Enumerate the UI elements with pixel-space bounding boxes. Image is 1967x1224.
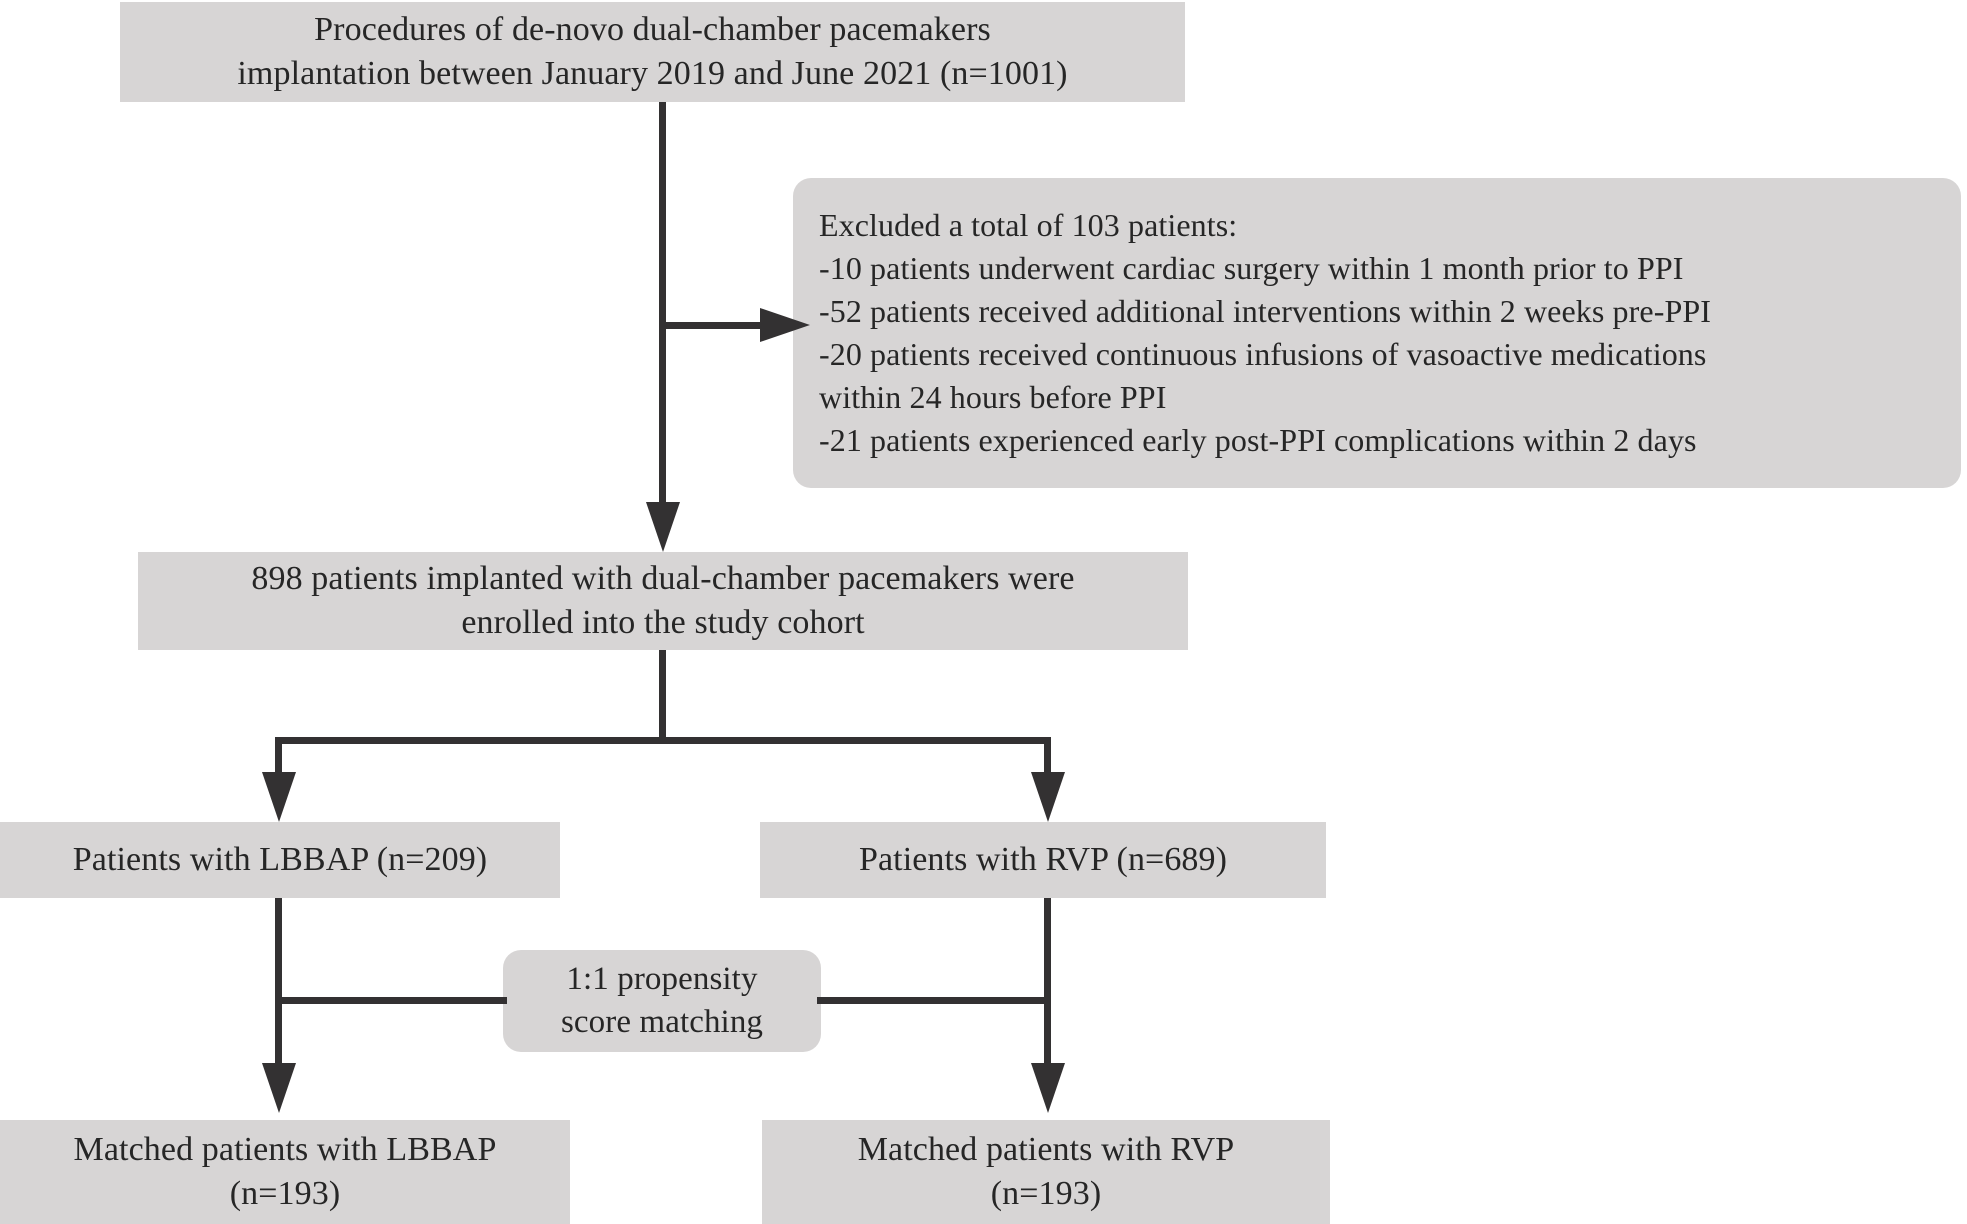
node-enrolled-cohort-label: 898 patients implanted with dual-chamber… [251, 559, 1075, 641]
node-patients-rvp: Patients with RVP (n=689) [760, 822, 1326, 898]
connector-enrolled-stem [659, 650, 666, 744]
arrow-down-icon-matched-rvp [1031, 1063, 1065, 1113]
connector-split-bar [275, 737, 1051, 744]
connector-source-to-enrolled [659, 102, 666, 505]
node-matched-patients-lbbap-label: Matched patients with LBBAP (n=193) [73, 1130, 497, 1212]
node-matched-patients-rvp-label: Matched patients with RVP (n=193) [857, 1130, 1235, 1212]
connector-source-to-exclusions [659, 322, 767, 329]
node-patients-rvp-label: Patients with RVP (n=689) [858, 840, 1228, 878]
node-cohort-source-label: Procedures of de-novo dual-chamber pacem… [237, 10, 1068, 92]
node-exclusions-label: Excluded a total of 103 patients: -10 pa… [819, 207, 1712, 458]
connector-rvp-to-matched-rvp [1044, 898, 1051, 1066]
connector-psm-right [817, 997, 1051, 1004]
arrow-down-icon-enrolled [646, 502, 680, 552]
node-enrolled-cohort: 898 patients implanted with dual-chamber… [138, 552, 1188, 650]
node-propensity-score-matching: 1:1 propensity score matching [503, 950, 821, 1052]
node-patients-lbbap-label: Patients with LBBAP (n=209) [72, 840, 488, 878]
node-cohort-source: Procedures of de-novo dual-chamber pacem… [120, 2, 1185, 102]
connector-lbbap-to-matched-lbbap [275, 898, 282, 1066]
arrow-right-icon-exclusions [760, 308, 810, 342]
node-exclusions: Excluded a total of 103 patients: -10 pa… [793, 178, 1961, 488]
node-matched-patients-lbbap: Matched patients with LBBAP (n=193) [0, 1120, 570, 1224]
node-propensity-score-matching-label: 1:1 propensity score matching [560, 961, 764, 1040]
node-patients-lbbap: Patients with LBBAP (n=209) [0, 822, 560, 898]
connector-psm-left [275, 997, 507, 1004]
arrow-down-icon-rvp [1031, 772, 1065, 822]
node-matched-patients-rvp: Matched patients with RVP (n=193) [762, 1120, 1330, 1224]
arrow-down-icon-matched-lbbap [262, 1063, 296, 1113]
connector-split-to-lbbap [275, 737, 282, 779]
arrow-down-icon-lbbap [262, 772, 296, 822]
connector-split-to-rvp [1044, 737, 1051, 779]
